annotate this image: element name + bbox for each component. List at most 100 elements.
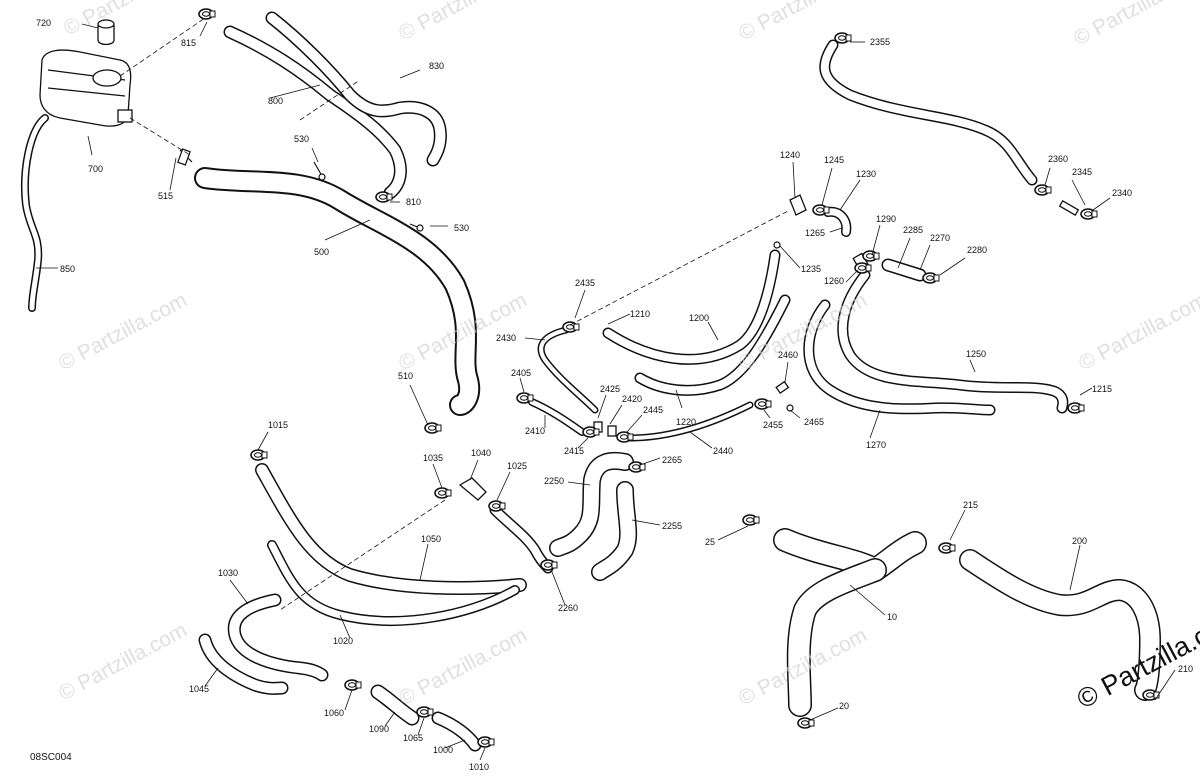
hose-1200: [602, 249, 781, 365]
callout-720: 720: [36, 18, 51, 28]
callout-2415: 2415: [564, 446, 584, 456]
callout-1060: 1060: [324, 708, 344, 718]
callout-1000: 1000: [433, 745, 453, 755]
callout-530b: 530: [454, 223, 469, 233]
callout-515: 515: [158, 191, 173, 201]
hose-1020: [267, 540, 520, 626]
callout-1220: 1220: [676, 417, 696, 427]
hose-1050: [255, 463, 527, 595]
reservoir-cap: [97, 19, 115, 46]
callout-25: 25: [705, 537, 715, 547]
callout-2435: 2435: [575, 278, 595, 288]
callout-2260: 2260: [558, 603, 578, 613]
callout-1240: 1240: [780, 150, 800, 160]
hose-2440: [626, 401, 754, 442]
callout-1050: 1050: [421, 534, 441, 544]
callout-2455: 2455: [763, 420, 783, 430]
callout-2255: 2255: [662, 521, 682, 531]
coolant-reservoir: [39, 49, 133, 127]
callout-labels: 720 815 830 800 700 530 515 810 530 500 …: [36, 18, 1193, 772]
callout-2265: 2265: [662, 455, 682, 465]
callout-830: 830: [429, 61, 444, 71]
callout-510: 510: [398, 371, 413, 381]
callout-700: 700: [88, 164, 103, 174]
hose-1220: [634, 294, 791, 396]
callout-2355: 2355: [870, 37, 890, 47]
callout-2285: 2285: [903, 225, 923, 235]
callout-2250: 2250: [544, 476, 564, 486]
hose-1030: [227, 593, 329, 682]
hose-500: [194, 167, 481, 416]
callout-2340: 2340: [1112, 188, 1132, 198]
hose-1250: [837, 269, 1069, 414]
callout-2410: 2410: [525, 426, 545, 436]
screws: [177, 148, 794, 412]
callout-1215: 1215: [1092, 384, 1112, 394]
callout-1045: 1045: [189, 684, 209, 694]
hose-830: [265, 11, 447, 167]
hose-200: [959, 549, 1161, 701]
callout-2405: 2405: [511, 368, 531, 378]
callout-2360: 2360: [1048, 154, 1068, 164]
hose-1230: [823, 206, 852, 237]
callout-1210: 1210: [630, 309, 650, 319]
callout-1040: 1040: [471, 448, 491, 458]
callout-2420: 2420: [622, 394, 642, 404]
hose-2255: [591, 481, 638, 581]
callout-1200: 1200: [689, 313, 709, 323]
callout-1270: 1270: [866, 440, 886, 450]
callout-2425: 2425: [600, 384, 620, 394]
callout-1035: 1035: [423, 453, 443, 463]
callout-10: 10: [887, 612, 897, 622]
callout-2460: 2460: [778, 350, 798, 360]
callout-1010: 1010: [469, 762, 489, 772]
callout-200: 200: [1072, 536, 1087, 546]
callout-210: 210: [1178, 664, 1193, 674]
callout-810: 810: [406, 197, 421, 207]
diagram-code: 08SC004: [30, 752, 72, 763]
hose-1025: [489, 504, 554, 574]
callout-1235: 1235: [801, 264, 821, 274]
callout-500: 500: [314, 247, 329, 257]
callout-800: 800: [268, 96, 283, 106]
hose-850: [21, 114, 49, 312]
leader-lines: [36, 17, 1176, 761]
callout-2430: 2430: [496, 333, 516, 343]
callout-815: 815: [181, 38, 196, 48]
callout-2345: 2345: [1072, 167, 1092, 177]
hose-2410: [528, 398, 586, 436]
hose-1045: [198, 633, 289, 695]
callout-1260: 1260: [824, 276, 844, 286]
callout-20: 20: [839, 701, 849, 711]
callout-1090: 1090: [369, 724, 389, 734]
hose-1270: [803, 299, 996, 416]
hose-10: [773, 528, 927, 717]
callout-1015: 1015: [268, 420, 288, 430]
callout-2445: 2445: [643, 405, 663, 415]
callout-1020: 1020: [333, 636, 353, 646]
callout-2465: 2465: [804, 417, 824, 427]
hoses: [21, 11, 1161, 752]
hose-800: [223, 25, 407, 200]
callout-530a: 530: [294, 134, 309, 144]
fittings: [458, 194, 1080, 501]
hose-2270: [881, 258, 927, 282]
hose-2355: [819, 39, 1038, 186]
hose-1090: [370, 684, 420, 726]
callout-1065: 1065: [403, 733, 423, 743]
callout-1025: 1025: [507, 461, 527, 471]
callout-2280: 2280: [967, 245, 987, 255]
callout-1245: 1245: [824, 155, 844, 165]
callout-1230: 1230: [856, 169, 876, 179]
callout-2270: 2270: [930, 233, 950, 243]
callout-2440: 2440: [713, 446, 733, 456]
callout-850: 850: [60, 264, 75, 274]
hose-2250: [549, 452, 634, 557]
callout-1290: 1290: [876, 214, 896, 224]
hose-2430: [537, 326, 599, 414]
callout-1265: 1265: [805, 228, 825, 238]
callout-215: 215: [963, 500, 978, 510]
hose-1000: [431, 711, 482, 752]
callout-1030: 1030: [218, 568, 238, 578]
